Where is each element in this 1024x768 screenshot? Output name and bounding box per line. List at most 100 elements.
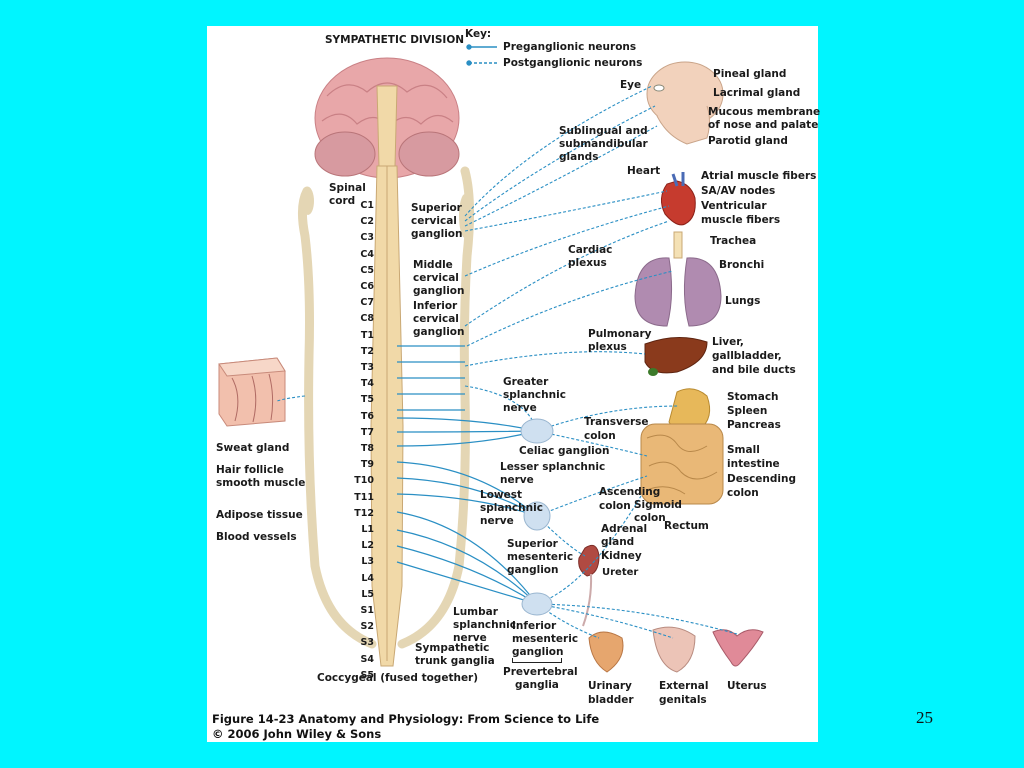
- small-intestine-label-2: intestine: [727, 458, 780, 470]
- segment-label-s1: S1: [360, 605, 374, 616]
- sublingual-label-1: Sublingual and: [559, 125, 648, 137]
- stomach-label: Stomach: [727, 391, 779, 403]
- adipose-label: Adipose tissue: [216, 509, 303, 521]
- segment-label-t10: T10: [354, 475, 374, 487]
- key-swatches: [466, 44, 497, 66]
- greater-splanchnic-2: splanchnic: [503, 389, 566, 401]
- figure-illustration: [218, 44, 764, 673]
- trunk-ganglia-label-1: Sympathetic: [415, 642, 490, 654]
- key-preganglionic: Preganglionic neurons: [503, 41, 637, 53]
- segment-label-t11: T11: [354, 491, 374, 503]
- prevertebral-bracket: [512, 658, 562, 663]
- liver-label-3: and bile ducts: [712, 364, 796, 376]
- ascending-colon-label-1: Ascending: [599, 486, 661, 498]
- segment-label-c4: C4: [360, 248, 374, 260]
- celiac-ganglion: Celiac ganglion: [519, 445, 610, 457]
- prevertebral-ganglia: [520, 418, 554, 616]
- greater-splanchnic-3: nerve: [503, 402, 537, 414]
- sublingual-label-2: submandibular: [559, 138, 648, 150]
- brain-illustration: [314, 57, 460, 179]
- lacrimal-label: Lacrimal gland: [713, 87, 801, 99]
- liver-label-1: Liver,: [712, 336, 744, 348]
- transverse-colon-label-1: Transverse: [584, 416, 649, 428]
- pulmonary-plexus-2: plexus: [588, 341, 627, 353]
- external-genitals-label-1: External: [659, 680, 709, 692]
- lumbar-splanchnic-3: nerve: [453, 632, 487, 644]
- key-postganglionic: Postganglionic neurons: [503, 57, 643, 69]
- middle-cervical-2: cervical: [413, 272, 459, 284]
- segment-label-t8: T8: [360, 443, 374, 454]
- sigmoid-colon-label-1: Sigmoid: [634, 499, 682, 511]
- segment-label-t4: T4: [360, 378, 374, 390]
- key-title: Key:: [465, 28, 492, 40]
- spinal-cord-label-1: Spinal: [329, 182, 366, 194]
- lesser-splanchnic-2: nerve: [500, 474, 534, 486]
- sympathetic-trunk-chain: [297, 166, 475, 649]
- segment-label-s2: S2: [360, 621, 374, 633]
- figure-title: SYMPATHETIC DIVISION: [325, 34, 465, 46]
- superior-cervical-3: ganglion: [411, 228, 463, 240]
- caption-line-1: Figure 14-23 Anatomy and Physiology: Fro…: [212, 712, 600, 726]
- superior-cervical-2: cervical: [411, 215, 457, 227]
- kidney-illustration: [578, 544, 600, 627]
- segment-label-t6: T6: [360, 410, 374, 422]
- atrial-label: Atrial muscle fibers: [701, 170, 817, 182]
- segment-label-t1: T1: [360, 329, 374, 341]
- inferior-mesenteric-1: Inferior: [512, 620, 557, 632]
- segment-label-c5: C5: [360, 264, 374, 276]
- segment-label-c6: C6: [360, 281, 374, 292]
- superior-mesenteric-2: mesenteric: [507, 551, 574, 563]
- lungs-illustration: [634, 231, 722, 327]
- mucous-label-2: of nose and palate: [708, 119, 819, 131]
- ventricular-label-1: Ventricular: [701, 200, 767, 212]
- segment-label-l1: L1: [361, 524, 374, 535]
- lowest-splanchnic-3: nerve: [480, 515, 514, 527]
- segment-label-t9: T9: [360, 459, 374, 471]
- figure-caption: Figure 14-23 Anatomy and Physiology: Fro…: [212, 712, 599, 742]
- bladder-illustration: [588, 631, 624, 673]
- inferior-mesenteric-3: ganglion: [512, 646, 564, 658]
- lesser-splanchnic-1: Lesser splanchnic: [500, 461, 606, 473]
- trachea-label: Trachea: [710, 235, 757, 247]
- uterus-label: Uterus: [727, 680, 767, 692]
- segment-label-l5: L5: [361, 588, 374, 600]
- urinary-bladder-label-2: bladder: [588, 694, 634, 706]
- lowest-splanchnic-1: Lowest: [480, 489, 522, 501]
- inferior-cervical-1: Inferior: [413, 300, 458, 312]
- ascending-colon-label-2: colon: [599, 500, 631, 512]
- segment-label-t3: T3: [360, 362, 374, 373]
- small-intestine-label-1: Small: [727, 444, 760, 456]
- lungs-label: Lungs: [725, 295, 761, 307]
- descending-colon-label-2: colon: [727, 487, 759, 499]
- segment-label-s5: S5: [360, 669, 374, 681]
- external-genitals-label-2: genitals: [659, 694, 707, 706]
- liver-label-2: gallbladder,: [712, 350, 782, 362]
- segment-label-t5: T5: [360, 394, 374, 406]
- segment-label-l2: L2: [361, 540, 374, 552]
- segment-label-l3: L3: [361, 556, 374, 568]
- segment-label-l4: L4: [361, 572, 374, 584]
- segment-label-c3: C3: [360, 232, 374, 244]
- segment-label-t2: T2: [360, 345, 374, 357]
- inferior-cervical-3: ganglion: [413, 326, 465, 338]
- blood-vessels-label: Blood vessels: [216, 531, 297, 543]
- adrenal-label-1: Adrenal: [601, 523, 648, 535]
- parotid-label: Parotid gland: [708, 135, 788, 147]
- cardiac-plexus-1: Cardiac: [568, 244, 613, 256]
- hair-follicle-label-1: Hair follicle: [216, 464, 284, 476]
- inferior-cervical-2: cervical: [413, 313, 459, 325]
- hair-follicle-label-2: smooth muscle: [216, 477, 306, 489]
- adrenal-label-2: gland: [601, 536, 635, 548]
- eye-label: Eye: [620, 79, 642, 91]
- genitals-illustration: [652, 626, 696, 673]
- descending-colon-label-1: Descending: [727, 473, 797, 485]
- sigmoid-colon-label-2: colon: [634, 512, 666, 524]
- inferior-mesenteric-2: mesenteric: [512, 633, 579, 645]
- liver-illustration: [644, 336, 708, 376]
- transverse-colon-label-2: colon: [584, 430, 616, 442]
- prevertebral-2: ganglia: [515, 679, 559, 691]
- prevertebral-1: Prevertebral: [503, 666, 578, 678]
- lumbar-splanchnic-1: Lumbar: [453, 606, 498, 618]
- lowest-splanchnic-2: splanchnic: [480, 502, 543, 514]
- superior-mesenteric-3: ganglion: [507, 564, 559, 576]
